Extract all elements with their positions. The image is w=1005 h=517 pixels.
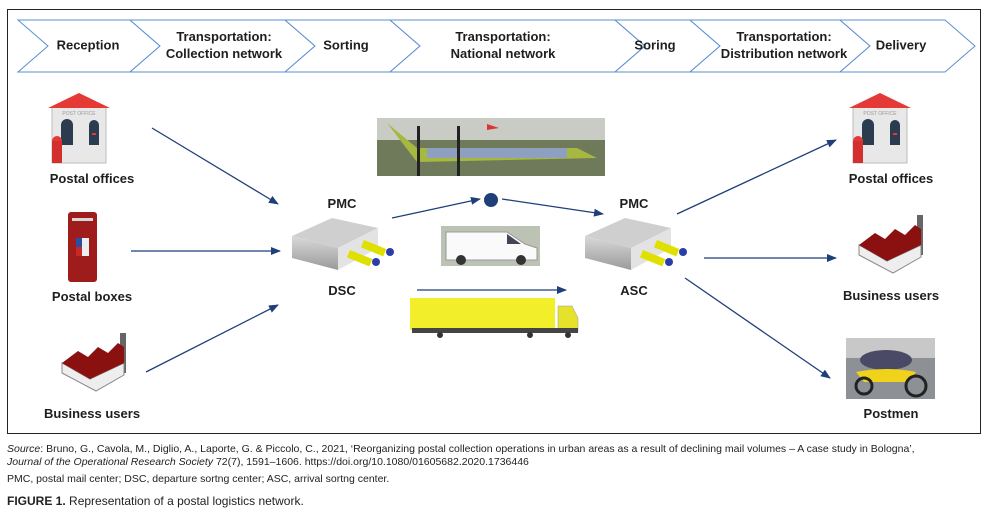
- scooter-icon: [846, 338, 935, 399]
- stage-label-line: Reception: [56, 37, 120, 53]
- stage-label-line: Transportation:: [176, 29, 272, 44]
- stage-label-line: Transportation:: [736, 29, 832, 44]
- sorting-center-icon: [292, 218, 394, 270]
- origin-postal-offices-label: Postal offices: [49, 171, 135, 186]
- stage-reception: Reception: [57, 37, 120, 54]
- asc-top-label: PMC: [619, 196, 649, 211]
- destination-postmen-label: Postmen: [863, 406, 919, 421]
- diagram-frame: [7, 9, 981, 434]
- asc-bottom-label: ASC: [620, 283, 648, 298]
- figure-number: FIGURE 1.: [7, 494, 66, 508]
- stage-label-line: Distribution network: [720, 46, 848, 61]
- stage-national-transport: Transportation: National network: [451, 28, 556, 62]
- destination-business-users-label: Business users: [842, 288, 940, 303]
- factory-icon: [858, 215, 923, 274]
- stage-label-line: Sorting: [323, 37, 369, 53]
- figure-title: FIGURE 1. Representation of a postal log…: [7, 494, 304, 508]
- stage-label-line: National network: [450, 46, 556, 61]
- origin-business-users-label: Business users: [43, 406, 141, 421]
- airplane-icon: [377, 118, 605, 176]
- sorting-center-icon: [585, 218, 687, 270]
- post-office-icon: POST OFFICE: [48, 93, 110, 164]
- source-text: : Bruno, G., Cavola, M., Diglio, A., Lap…: [40, 443, 915, 455]
- arrow-business-users-to-dsc: [145, 304, 279, 373]
- svg-text:POST OFFICE: POST OFFICE: [62, 111, 96, 117]
- destination-postal-offices-label: Postal offices: [848, 171, 934, 186]
- flow-arrows: [131, 127, 837, 379]
- dsc-bottom-label: DSC: [328, 283, 356, 298]
- stage-distribution-transport: Transportation: Distribution network: [721, 28, 847, 62]
- stage-delivery: Delivery: [876, 37, 927, 54]
- arrow-asc-to-postal-offices: [676, 139, 837, 215]
- arrow-hub-to-asc: [501, 198, 604, 217]
- process-chevrons: [16, 19, 976, 73]
- truck-icon: [410, 298, 579, 338]
- transport-hub-dot: [484, 193, 498, 207]
- dsc-top-label: PMC: [327, 196, 357, 211]
- origin-postal-boxes-label: Postal boxes: [51, 289, 133, 304]
- stage-collection-transport: Transportation: Collection network: [166, 28, 282, 62]
- arrow-asc-to-postmen: [684, 277, 831, 379]
- abbreviations-note: PMC, postal mail center; DSC, departure …: [7, 473, 390, 485]
- stage-label-line: Delivery: [875, 37, 927, 53]
- postal-box-icon: [68, 212, 97, 282]
- post-office-icon: POST OFFICE: [849, 93, 911, 164]
- source-citation: Source: Bruno, G., Cavola, M., Diglio, A…: [7, 443, 915, 469]
- factory-icon: [61, 333, 126, 392]
- stage-sorting: Sorting: [323, 37, 369, 54]
- arrow-postal-offices-to-dsc: [151, 127, 279, 205]
- stage-label-line: Collection network: [165, 46, 283, 61]
- journal-details: 72(7), 1591–1606. https://doi.org/10.108…: [213, 456, 529, 468]
- arrow-dsc-to-hub: [391, 196, 481, 219]
- chevron-stage-6: [838, 19, 976, 73]
- diagram-canvas: POST OFFICE: [16, 19, 976, 399]
- stage-soring: Soring: [634, 37, 675, 54]
- stage-label-line: Transportation:: [455, 29, 551, 44]
- journal-name: Journal of the Operational Research Soci…: [7, 456, 214, 468]
- stage-label-line: Soring: [634, 37, 676, 53]
- source-prefix: Source: [7, 443, 41, 455]
- van-icon: [441, 226, 540, 266]
- figure-title-text: Representation of a postal logistics net…: [65, 494, 304, 508]
- svg-text:POST OFFICE: POST OFFICE: [863, 111, 897, 117]
